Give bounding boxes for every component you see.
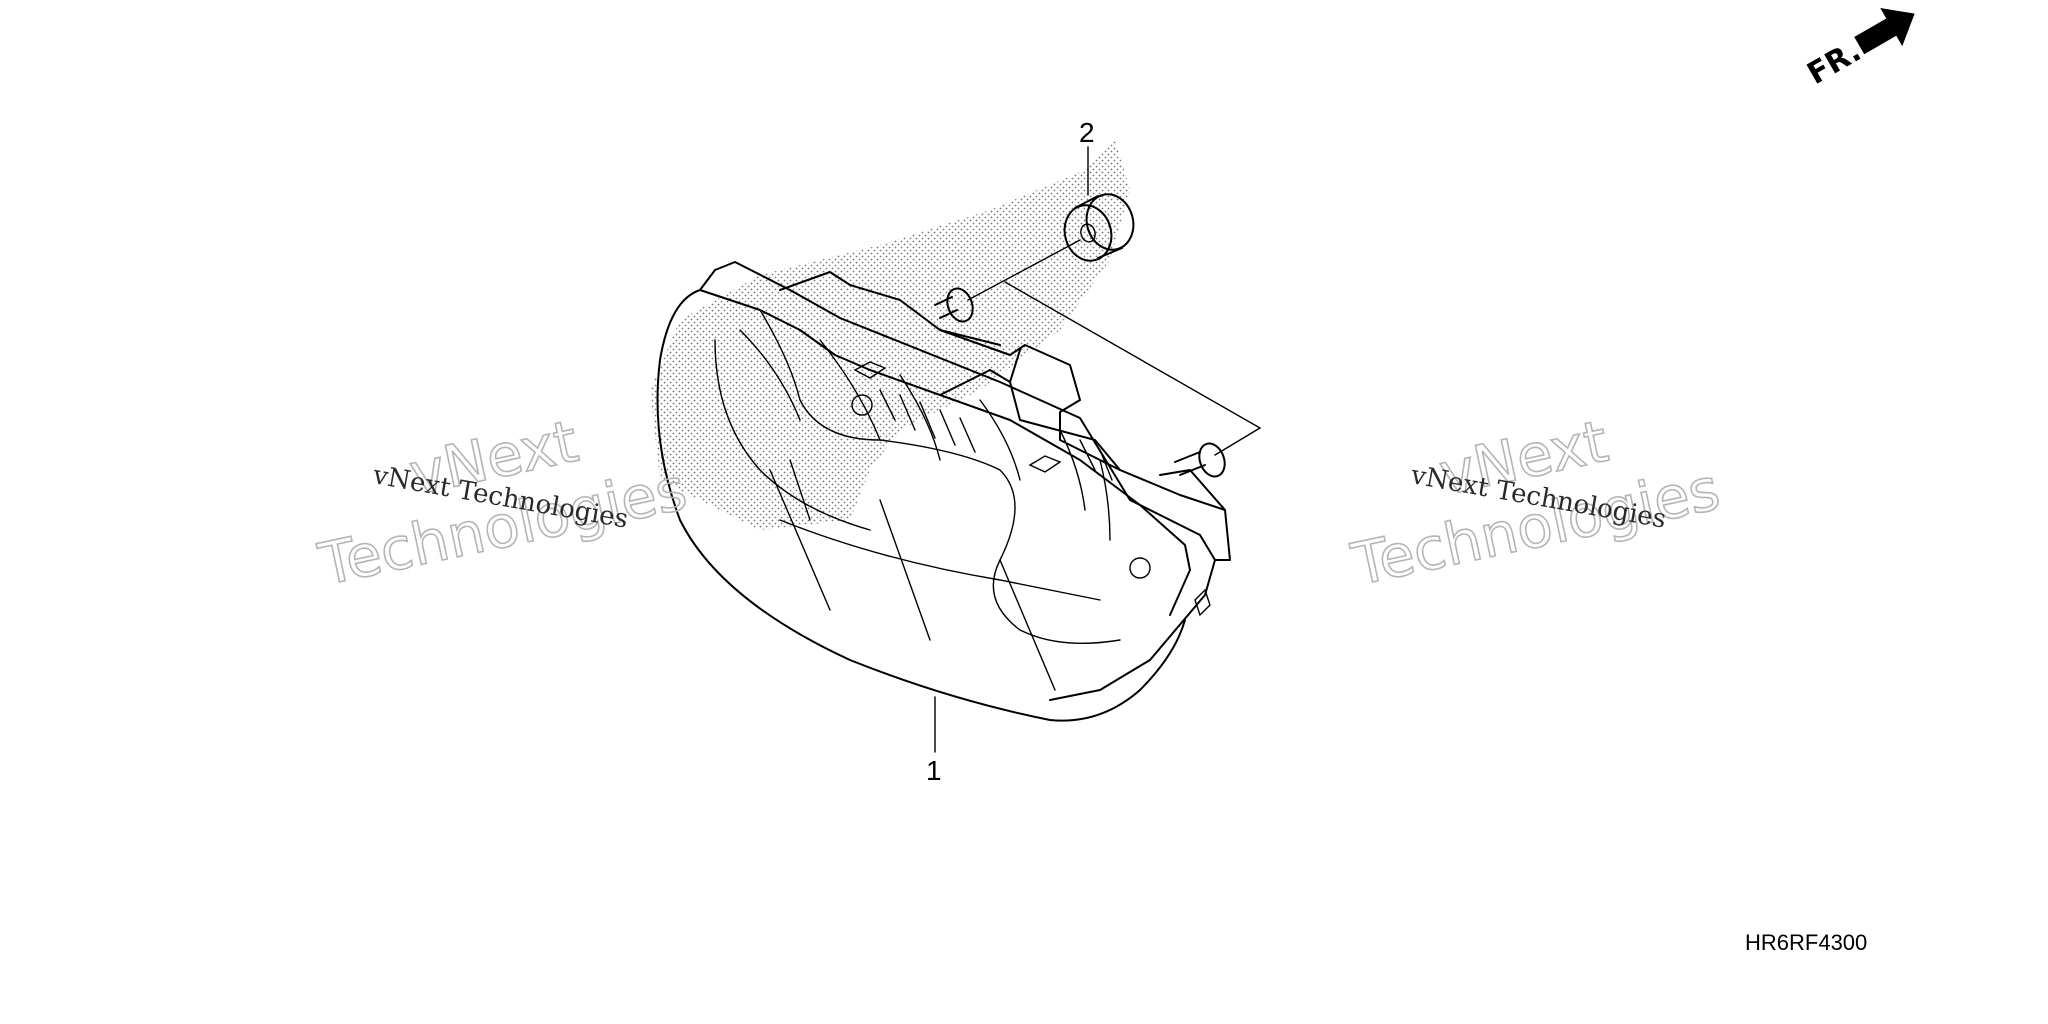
callout-2-label: 2 — [1079, 117, 1095, 148]
tail-light-assembly — [656, 261, 1216, 722]
callout-2: 2 — [1079, 117, 1095, 196]
arrow-icon — [1854, 8, 1915, 55]
stud-left — [934, 287, 974, 323]
callout-1-label: 1 — [926, 755, 942, 786]
drawing-code: HR6RF4300 — [1745, 930, 1867, 955]
grommet — [1063, 193, 1135, 262]
watermark-right: vNext Technologies vNext Technologies — [1345, 406, 1726, 600]
front-direction-indicator: FR. — [1802, 8, 1915, 92]
callout-1: 1 — [926, 696, 942, 786]
stud-right — [1174, 442, 1226, 478]
watermark-left: vNext Technologies vNext Technologies — [312, 406, 693, 600]
mounting-lines — [967, 239, 1262, 456]
front-label: FR. — [1802, 34, 1868, 92]
shading — [650, 140, 1130, 530]
